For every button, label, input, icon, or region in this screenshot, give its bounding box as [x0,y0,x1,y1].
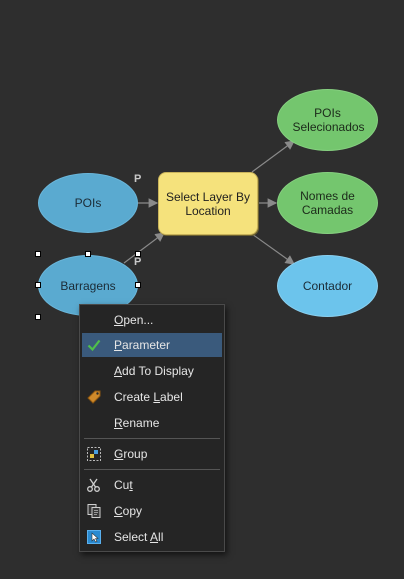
selection-handle[interactable] [35,251,41,257]
menu-item-label: Parameter [114,338,171,352]
menu-item-group[interactable]: Group [82,442,222,466]
parameter-marker: P [134,256,142,268]
node-nomes-de-camadas[interactable]: Nomes de Camadas [277,172,378,234]
node-label: POIs Selecionados [292,106,365,134]
selection-handle[interactable] [35,282,41,288]
node-label: Select Layer By Location [165,189,251,218]
selection-handle[interactable] [135,251,141,257]
menu-item-rename[interactable]: Rename [82,411,222,435]
menu-item-label: Select All [114,530,164,544]
group-icon [86,446,102,462]
menu-item-select-all[interactable]: Select All [82,525,222,549]
scissors-icon [86,477,102,493]
menu-item-label: Open... [114,313,154,327]
selection-handle[interactable] [135,282,141,288]
connector-tool-pois-selecionados [251,140,295,173]
context-menu: Open... Parameter Add To Display Create … [79,304,225,552]
node-label: POIs [74,196,102,210]
menu-item-label: Create Label [114,390,183,404]
menu-separator [84,438,220,439]
menu-item-parameter[interactable]: Parameter [82,333,222,357]
selection-handle[interactable] [85,251,91,257]
menu-item-label: Copy [114,504,143,518]
connector-barragens-tool [123,232,165,264]
selection-handle[interactable] [35,314,41,320]
menu-item-open[interactable]: Open... [82,308,222,332]
node-label: Nomes de Camadas [300,189,355,217]
select-all-icon [86,529,102,545]
menu-item-cut[interactable]: Cut [82,473,222,497]
node-label: Contador [302,279,353,293]
menu-item-create-label[interactable]: Create Label [82,385,222,409]
menu-separator [84,469,220,470]
menu-item-label: Cut [114,478,133,492]
node-pois-selecionados[interactable]: POIs Selecionados [277,89,378,151]
tag-icon [86,389,102,405]
menu-item-label: Add To Display [114,364,194,378]
copy-icon [86,503,102,519]
connector-tool-contador [251,233,295,265]
menu-item-add-to-display[interactable]: Add To Display [82,359,222,383]
menu-item-label: Rename [114,416,160,430]
checkmark-icon [86,337,102,353]
parameter-marker: P [134,173,142,185]
menu-item-copy[interactable]: Copy [82,499,222,523]
node-pois[interactable]: POIs [38,173,138,233]
node-contador[interactable]: Contador [277,255,378,317]
node-label: Barragens [60,278,116,293]
menu-item-label: Group [114,447,148,461]
node-select-layer-by-location[interactable]: Select Layer By Location [158,172,258,235]
